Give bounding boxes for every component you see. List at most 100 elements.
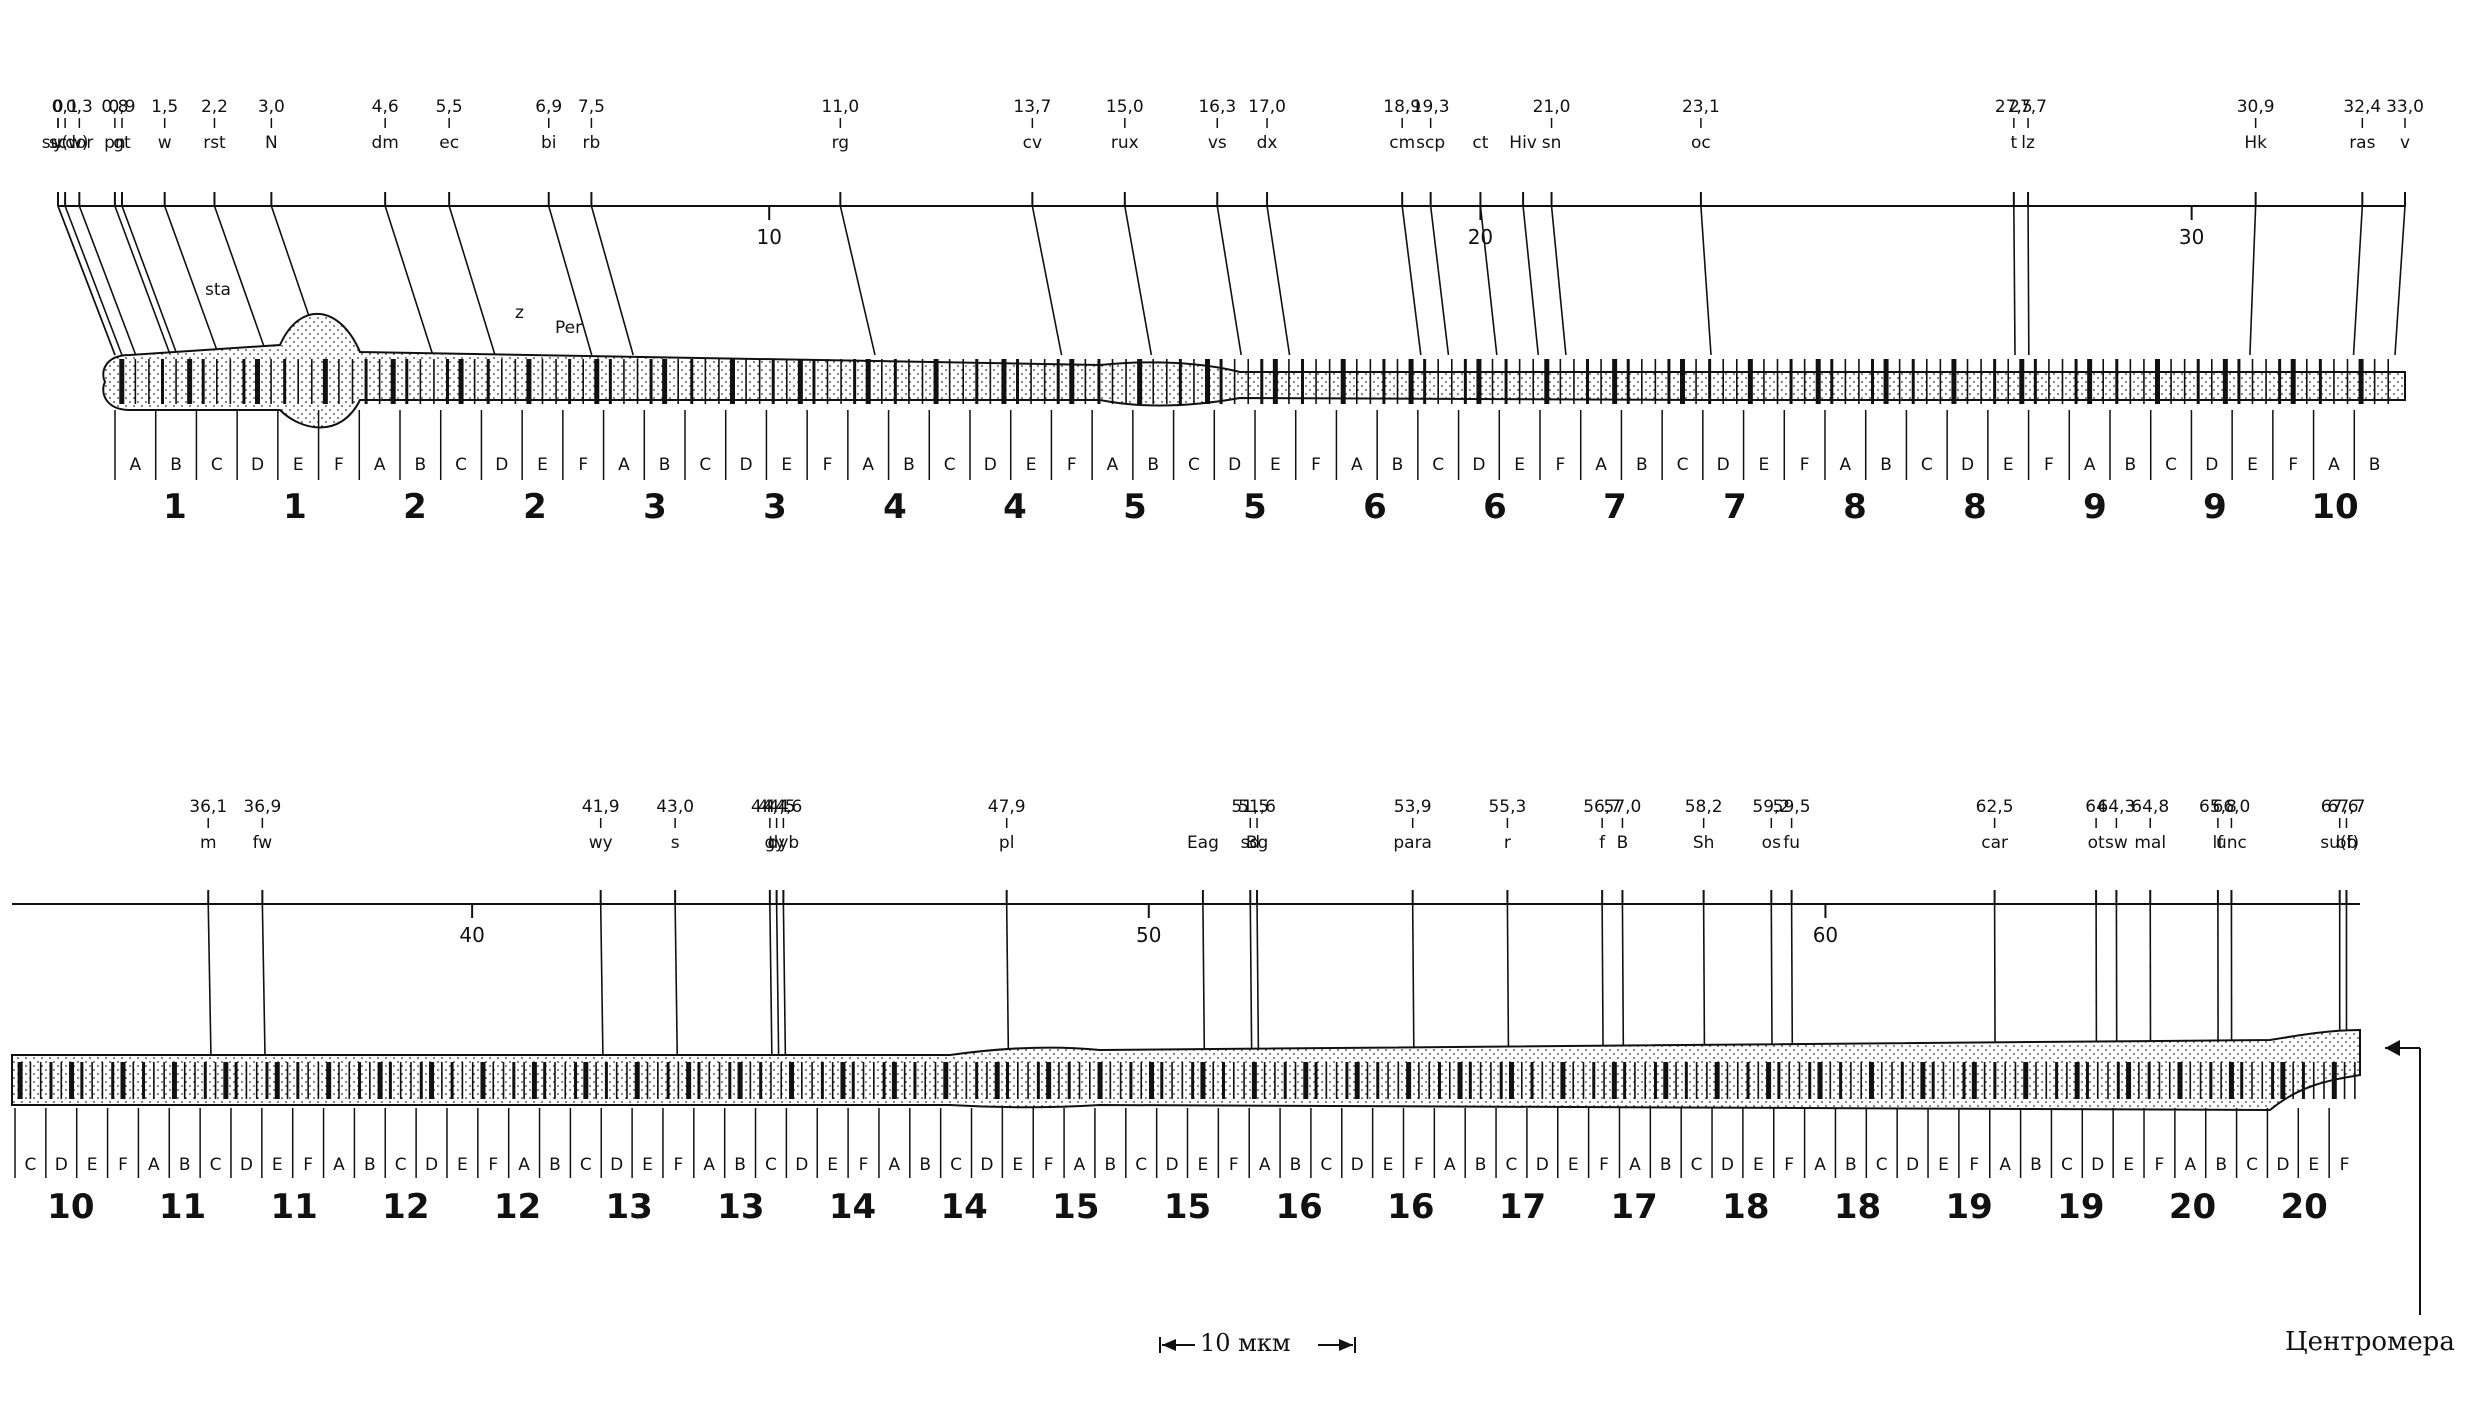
gene-position: 16,3 — [1198, 97, 1236, 117]
connector-line — [1007, 904, 1009, 1058]
connector-line — [783, 904, 785, 1058]
band-label: E — [1270, 455, 1281, 475]
band-label: F — [578, 455, 588, 475]
band-label: C — [395, 1155, 407, 1175]
band-label: F — [2288, 455, 2298, 475]
band-label: D — [1536, 1155, 1549, 1175]
gene-position: 13,7 — [1013, 97, 1051, 117]
connector-line — [591, 206, 633, 355]
connector-line — [115, 206, 170, 355]
band-label: C — [699, 455, 711, 475]
gene-symbol: ras — [2349, 133, 2375, 153]
scale-bar-label: 10 мкм — [1200, 1329, 1291, 1357]
connector-line — [840, 206, 875, 355]
division-number: 1 — [283, 487, 307, 527]
band-label: C — [1320, 1155, 1332, 1175]
band-label: A — [1351, 455, 1363, 475]
gene-symbol: para — [1393, 833, 1432, 853]
gene-symbol: f — [1599, 833, 1606, 853]
band-label: D — [2276, 1155, 2289, 1175]
connector-line — [449, 206, 495, 355]
gene-symbol: ct — [1472, 133, 1488, 153]
band-label: C — [2165, 455, 2177, 475]
gene-position: 53,9 — [1394, 797, 1432, 817]
band-label: E — [537, 455, 548, 475]
connector-line — [1792, 904, 1793, 1058]
band-label: D — [1472, 455, 1485, 475]
gene-symbol: rb — [583, 133, 601, 153]
gene-symbol: scp — [1416, 133, 1445, 153]
band-label: A — [333, 1155, 345, 1175]
gene-symbol: fu — [1783, 833, 1800, 853]
division-number: 10 — [47, 1187, 94, 1227]
gene-symbol: cm — [1389, 133, 1415, 153]
gene-symbol: cv — [1023, 133, 1042, 153]
gene-position: 6,9 — [535, 97, 562, 117]
gene-position: 64,8 — [2131, 797, 2169, 817]
band-label: E — [1026, 455, 1037, 475]
band-label: C — [944, 455, 956, 475]
band-label: D — [495, 455, 508, 475]
division-number: 17 — [1611, 1187, 1658, 1227]
connector-line — [1402, 206, 1421, 355]
band-label: E — [1938, 1155, 1949, 1175]
band-label: E — [642, 1155, 653, 1175]
band-label: E — [1759, 455, 1770, 475]
gene-position: 36,1 — [189, 797, 227, 817]
gene-symbol: mal — [2134, 833, 2166, 853]
gene-position: 15,0 — [1106, 97, 1144, 117]
gene-symbol: dm — [371, 133, 398, 153]
band-label: D — [740, 455, 753, 475]
centromere-pointer — [2385, 1040, 2420, 1315]
gene-position: 19,3 — [1412, 97, 1450, 117]
gene-symbol: Hiv — [1509, 133, 1537, 153]
division-number: 19 — [1946, 1187, 1993, 1227]
band-label: C — [580, 1155, 592, 1175]
band-label: A — [1444, 1155, 1456, 1175]
band-label: B — [2215, 1155, 2227, 1175]
band-label: E — [1198, 1155, 1209, 1175]
band-label: D — [1717, 455, 1730, 475]
band-label: B — [549, 1155, 561, 1175]
gene-symbol: vs — [1208, 133, 1227, 153]
division-number: 16 — [1387, 1187, 1434, 1227]
connector-line — [122, 206, 177, 355]
band-label: A — [518, 1155, 530, 1175]
band-label: A — [148, 1155, 160, 1175]
division-number: 15 — [1164, 1187, 1211, 1227]
band-label: F — [1311, 455, 1321, 475]
connector-line — [208, 904, 211, 1058]
connector-line — [1217, 206, 1241, 355]
gene-symbol: bi — [541, 133, 557, 153]
centromere-label: Центромера — [2285, 1327, 2455, 1357]
gene-position: 59,5 — [1773, 797, 1811, 817]
gene-symbol: w — [158, 133, 172, 153]
band-label: A — [2084, 455, 2096, 475]
band-label: D — [1166, 1155, 1179, 1175]
band-label: C — [765, 1155, 777, 1175]
gene-position: 30,9 — [2237, 97, 2275, 117]
band-label: C — [211, 455, 223, 475]
band-label: F — [488, 1155, 498, 1175]
division-number: 6 — [1483, 487, 1507, 527]
band-label: C — [1506, 1155, 1518, 1175]
connector-line — [2028, 206, 2029, 355]
band-label: B — [1475, 1155, 1487, 1175]
gene-symbol: pl — [999, 833, 1015, 853]
band-label: B — [1147, 455, 1159, 475]
division-number: 10 — [2311, 487, 2358, 527]
band-label: E — [2003, 455, 2014, 475]
connector-line — [2395, 206, 2405, 355]
connector-line — [2354, 206, 2363, 355]
connector-line — [79, 206, 135, 355]
gene-symbol: Hk — [2244, 133, 2267, 153]
gene-symbol: N — [265, 133, 278, 153]
arrow-left-icon — [2385, 1040, 2400, 1056]
gene-position: 47,9 — [988, 797, 1026, 817]
gene-labels: 36,1m36,9fw41,9wy43,0s44,4g44,5ty44,6dyb… — [189, 797, 2365, 904]
connector-line — [1771, 904, 1772, 1058]
band-label: A — [862, 455, 874, 475]
gene-position: 36,9 — [243, 797, 281, 817]
